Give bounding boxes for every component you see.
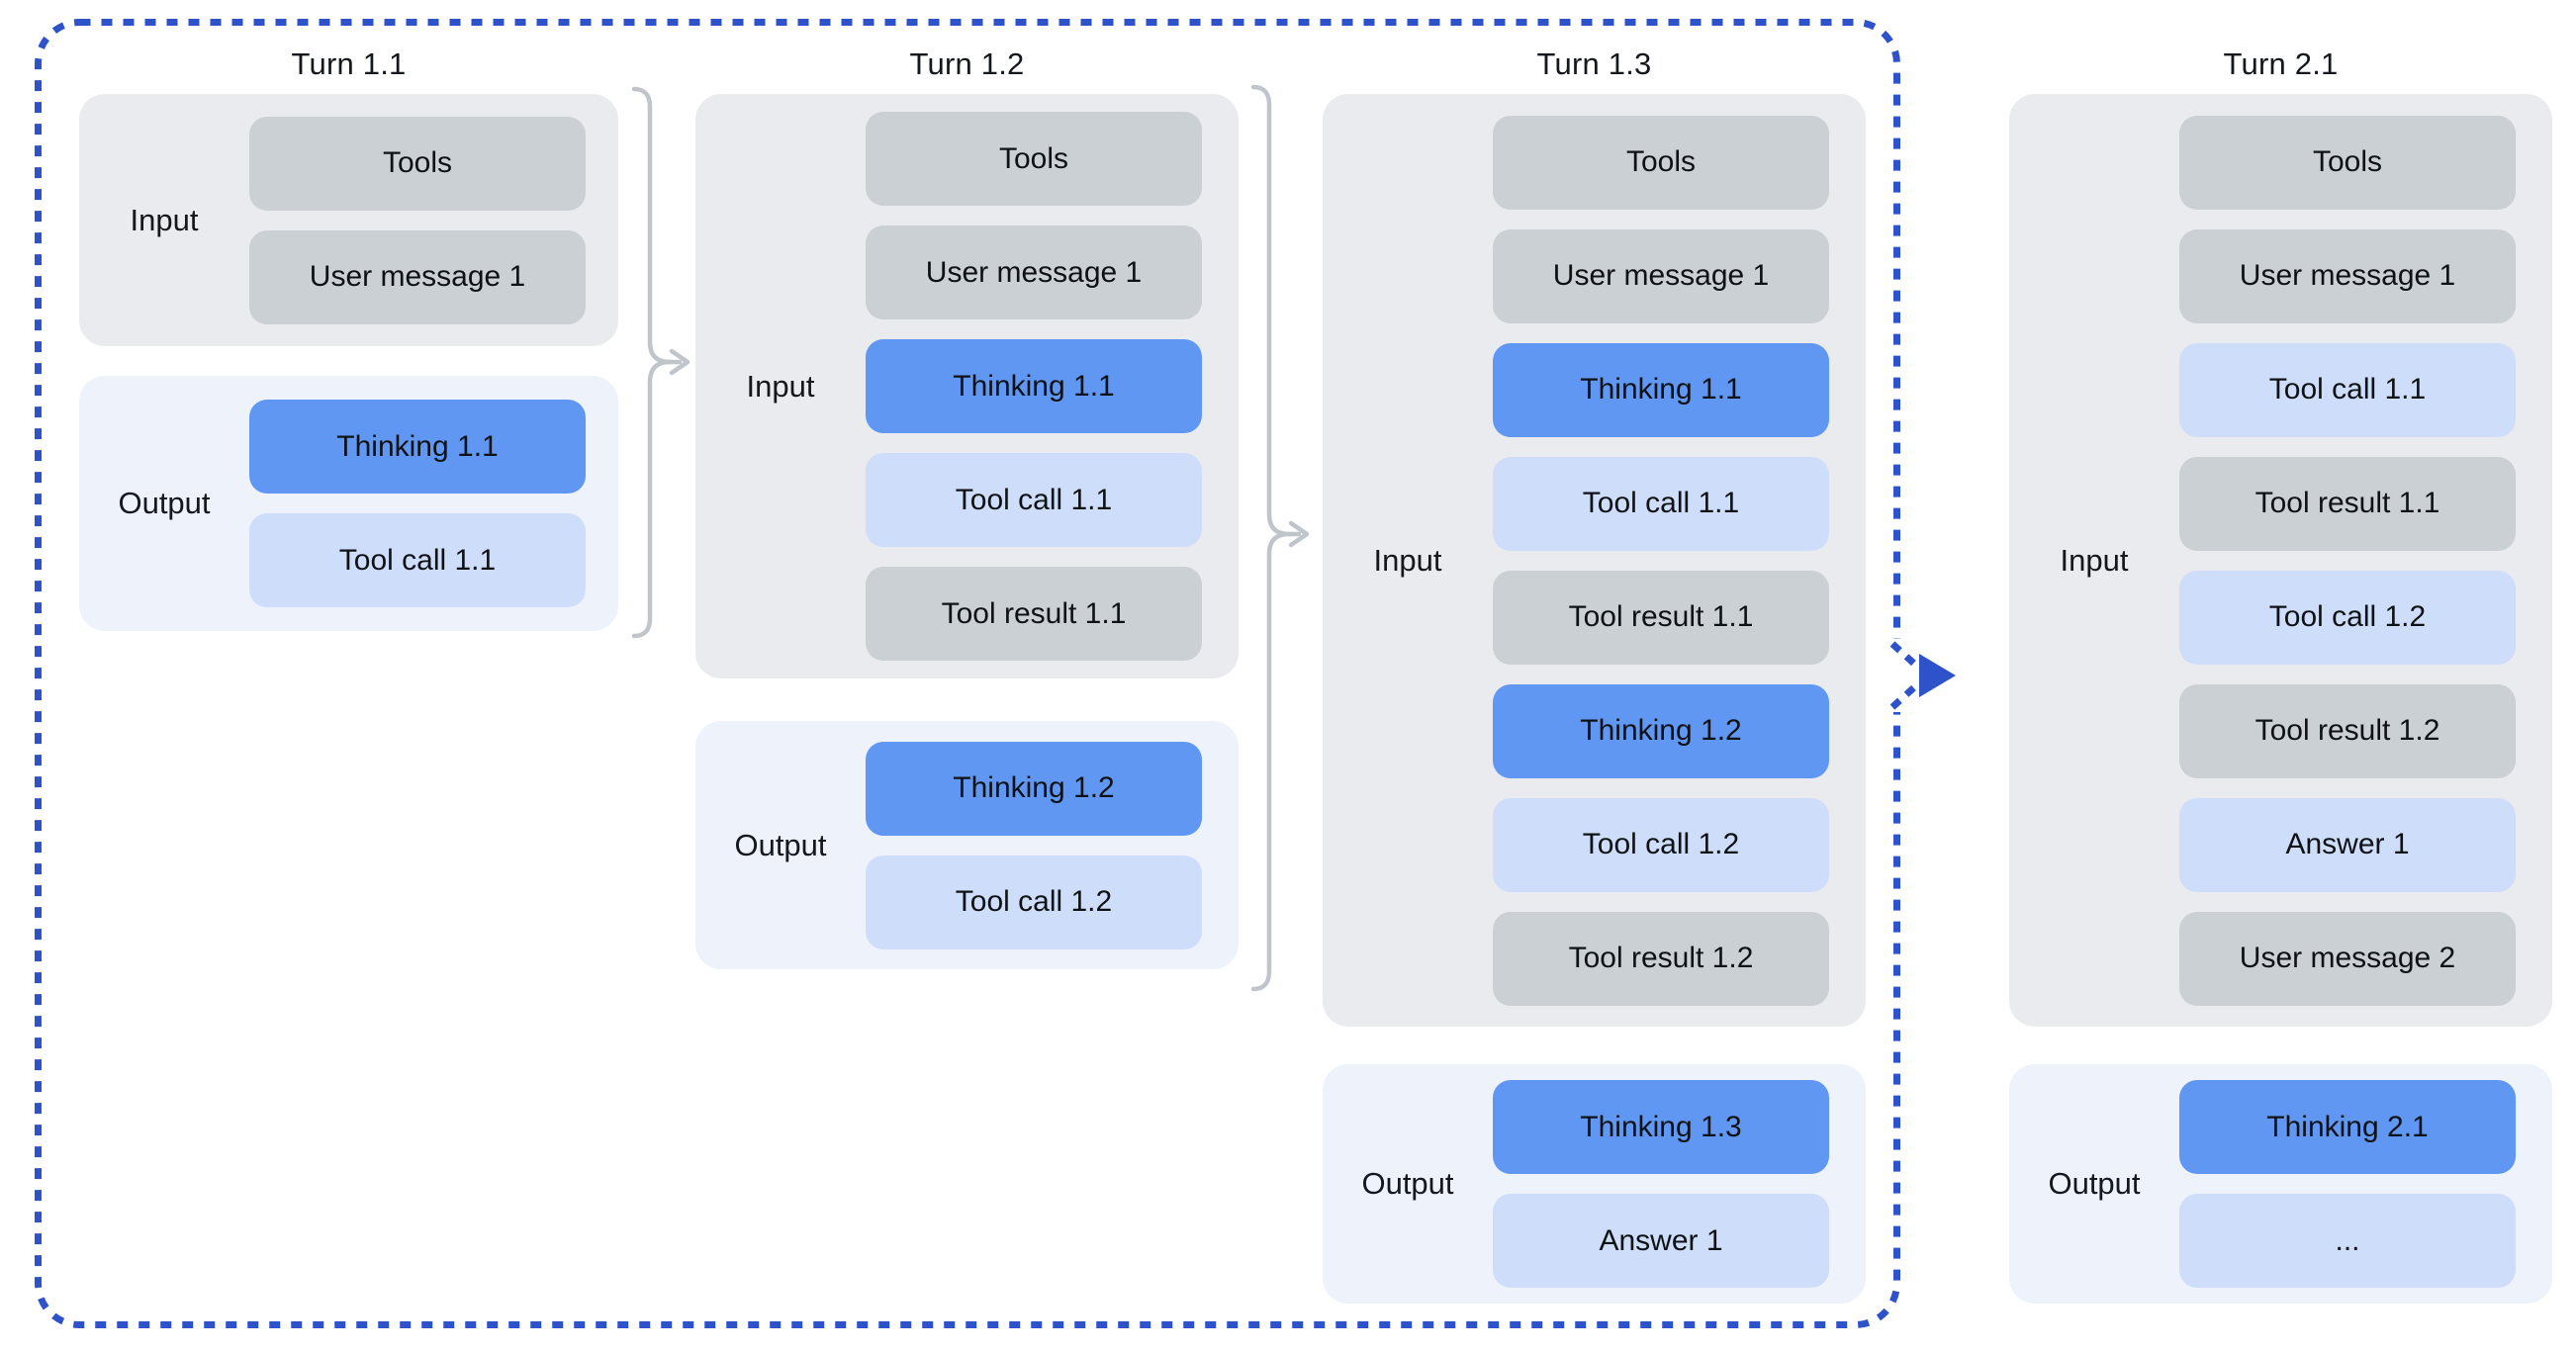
input-label: Input <box>746 368 815 404</box>
pill-user-message-1: User message 1 <box>1493 228 1829 323</box>
turn-1-3-input-box: Input Tools User message 1 Thinking 1.1 … <box>1323 94 1866 1027</box>
turn-1-1-input-box: Input Tools User message 1 <box>79 94 618 346</box>
carryover-bracket-turn12-to-turn13 <box>1250 84 1310 992</box>
pill-tool-call-1-1: Tool call 1.1 <box>2179 342 2516 437</box>
carryover-bracket-turn11-to-turn12 <box>631 86 690 639</box>
pill-thinking-1-2: Thinking 1.2 <box>1493 683 1829 778</box>
turn-2-1-input-box: Input Tools User message 1 Tool call 1.1… <box>2009 94 2552 1027</box>
turn-1-2-input-pills: Tools User message 1 Thinking 1.1 Tool c… <box>866 94 1202 678</box>
pill-thinking-1-1: Thinking 1.1 <box>249 400 586 494</box>
pill-tools: Tools <box>1493 115 1829 210</box>
turn-1-2-input-box: Input Tools User message 1 Thinking 1.1 … <box>695 94 1239 678</box>
turn-1-2-output-pills: Thinking 1.2 Tool call 1.2 <box>866 721 1202 969</box>
turn-1-2-title: Turn 1.2 <box>909 46 1025 81</box>
output-label: Output <box>118 486 211 520</box>
pill-answer-1: Answer 1 <box>2179 797 2516 892</box>
pill-tool-call-1-1: Tool call 1.1 <box>1493 456 1829 551</box>
turn-2-1-output-box: Output Thinking 2.1 ... <box>2009 1064 2552 1304</box>
output-label: Output <box>1361 1166 1454 1201</box>
pill-thinking-1-2: Thinking 1.2 <box>866 741 1202 836</box>
pill-ellipsis: ... <box>2179 1194 2516 1288</box>
carryover-bracket-arrow-icon <box>669 348 690 376</box>
turn-1-3-input-pills: Tools User message 1 Thinking 1.1 Tool c… <box>1493 94 1829 1027</box>
input-label: Input <box>130 202 199 237</box>
turn-1-1-output-pills: Thinking 1.1 Tool call 1.1 <box>249 376 586 631</box>
turn-1-3-title: Turn 1.3 <box>1536 46 1652 81</box>
turn-1-1-input-pills: Tools User message 1 <box>249 94 586 346</box>
pill-thinking-1-3: Thinking 1.3 <box>1493 1080 1829 1174</box>
pill-user-message-2: User message 2 <box>2179 911 2516 1006</box>
output-label: Output <box>2048 1166 2141 1201</box>
turn-2-1-input-pills: Tools User message 1 Tool call 1.1 Tool … <box>2179 94 2516 1027</box>
input-label: Input <box>2060 542 2129 578</box>
pill-thinking-1-1: Thinking 1.1 <box>866 339 1202 433</box>
output-label: Output <box>734 827 827 862</box>
pill-tool-call-1-1: Tool call 1.1 <box>249 513 586 607</box>
turn-2-1-output-pills: Thinking 2.1 ... <box>2179 1064 2516 1304</box>
input-label: Input <box>1373 542 1442 578</box>
pill-tool-result-1-2: Tool result 1.2 <box>2179 683 2516 778</box>
turn-1-1-title: Turn 1.1 <box>291 46 407 81</box>
next-turn-arrow-icon <box>1889 641 1956 710</box>
turn-1-3-output-box: Output Thinking 1.3 Answer 1 <box>1323 1064 1866 1304</box>
pill-answer-1: Answer 1 <box>1493 1194 1829 1288</box>
pill-user-message-1: User message 1 <box>866 225 1202 319</box>
pill-tool-call-1-1: Tool call 1.1 <box>866 453 1202 547</box>
pill-tool-result-1-1: Tool result 1.1 <box>866 567 1202 661</box>
pill-tool-call-1-2: Tool call 1.2 <box>866 855 1202 949</box>
turn-1-3-output-pills: Thinking 1.3 Answer 1 <box>1493 1064 1829 1304</box>
pill-tools: Tools <box>2179 115 2516 210</box>
turn-2-1-title: Turn 2.1 <box>2223 46 2339 81</box>
pill-tools: Tools <box>866 112 1202 206</box>
turn-1-2-output-box: Output Thinking 1.2 Tool call 1.2 <box>695 721 1239 969</box>
pill-tool-call-1-2: Tool call 1.2 <box>1493 797 1829 892</box>
turn-1-1-output-box: Output Thinking 1.1 Tool call 1.1 <box>79 376 618 631</box>
pill-tool-result-1-1: Tool result 1.1 <box>2179 456 2516 551</box>
carryover-bracket-arrow-icon <box>1288 520 1310 548</box>
pill-user-message-1: User message 1 <box>249 229 586 324</box>
pill-thinking-2-1: Thinking 2.1 <box>2179 1080 2516 1174</box>
pill-tool-result-1-2: Tool result 1.2 <box>1493 911 1829 1006</box>
pill-user-message-1: User message 1 <box>2179 228 2516 323</box>
pill-tools: Tools <box>249 116 586 211</box>
pill-tool-result-1-1: Tool result 1.1 <box>1493 570 1829 665</box>
pill-thinking-1-1: Thinking 1.1 <box>1493 342 1829 437</box>
pill-tool-call-1-2: Tool call 1.2 <box>2179 570 2516 665</box>
